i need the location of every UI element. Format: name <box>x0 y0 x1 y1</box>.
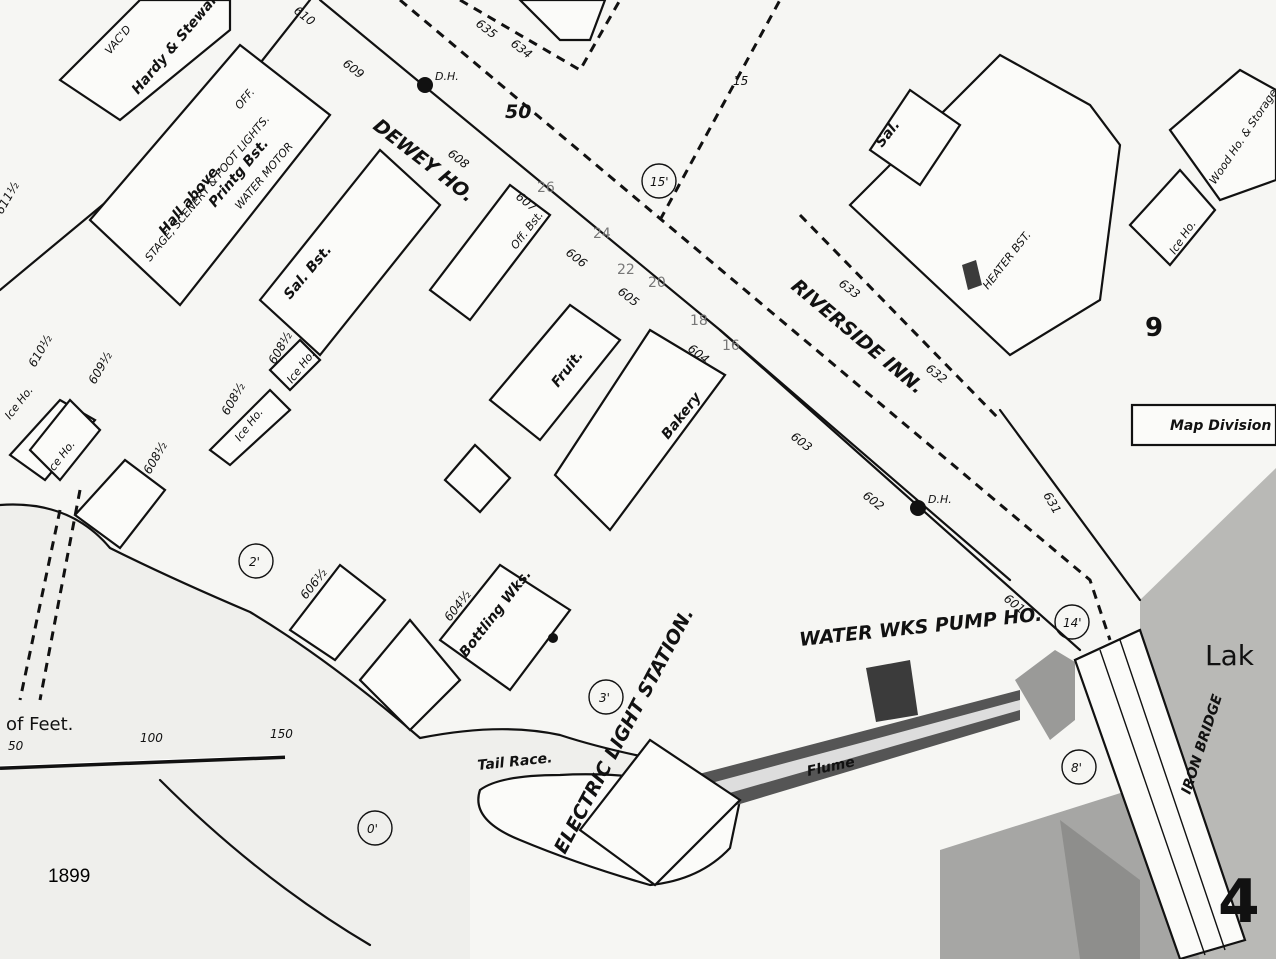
building-ice-b <box>28 398 102 482</box>
elevation-circle-0 <box>357 810 393 846</box>
building-fruit <box>488 303 622 442</box>
label-map-division: Map Division <box>1170 418 1271 434</box>
elevation-circle-2 <box>238 543 274 579</box>
scale-tick: 150 <box>270 727 293 741</box>
house-number: 606 <box>563 245 590 270</box>
lake-edge-shade <box>1060 820 1140 959</box>
pencil-number: 22 <box>617 262 635 278</box>
elevation-0: 0' <box>367 822 378 836</box>
house-number: 635 <box>473 16 500 41</box>
dh-label-top: D.H. <box>435 70 459 83</box>
road-lower-left <box>718 328 1012 582</box>
road-right-edge <box>998 408 1142 602</box>
pencil-number: 26 <box>537 180 555 196</box>
building-saloon <box>868 88 962 187</box>
building-riverside-inn <box>848 53 1122 357</box>
building-ice-c <box>208 388 292 467</box>
dashed-line-f <box>38 489 82 701</box>
house-number: 611½ <box>0 179 22 216</box>
elevation-circle-8 <box>1061 749 1097 785</box>
bridge-abutment <box>1015 650 1075 740</box>
building-hardy <box>58 0 232 122</box>
pencil-number: 24 <box>593 226 611 242</box>
block-number: 9 <box>1145 313 1163 343</box>
building-shed-606 <box>288 563 387 662</box>
building-top-right <box>518 0 607 42</box>
house-number: 50 <box>505 101 531 123</box>
house-number: 15 <box>733 74 748 88</box>
iron-bridge <box>1073 628 1247 959</box>
elevation-8: 8' <box>1071 761 1082 775</box>
house-number: 608½ <box>140 439 170 476</box>
iron-bridge-rail <box>1099 639 1226 956</box>
elevation-14: 14' <box>1063 616 1082 630</box>
house-number: 610½ <box>25 332 55 369</box>
dh-marker-lower <box>910 500 926 516</box>
building-small <box>443 443 512 514</box>
dh-marker-top <box>417 77 433 93</box>
elevation-2: 2' <box>249 555 260 569</box>
shoreline <box>0 503 652 760</box>
label-lake: Lak <box>1205 639 1255 672</box>
building-wood-ho <box>1168 68 1276 202</box>
building-ice-e <box>1128 168 1217 267</box>
dashed-line-e <box>18 509 62 701</box>
elevation-circle-15 <box>641 163 677 199</box>
scale-bar-inner <box>0 754 286 767</box>
building-hall <box>88 43 332 307</box>
building-ice-d <box>268 338 322 392</box>
scale-bar <box>0 755 286 770</box>
house-number: 605 <box>615 284 642 309</box>
house-number: 633 <box>836 276 863 301</box>
dh-label-lower: D.H. <box>928 493 952 506</box>
house-number: 609 <box>340 56 367 81</box>
house-number: 602 <box>860 488 887 513</box>
building-shed-604 <box>358 618 462 732</box>
building-dewey <box>258 148 442 357</box>
map-division-box <box>1130 403 1276 447</box>
elevation-circle-14 <box>1054 604 1090 640</box>
shaded-lowland <box>0 504 650 959</box>
label-ice-a: Ice Ho. <box>2 384 36 422</box>
house-number: 609½ <box>85 349 115 386</box>
lower-shoreline <box>158 778 372 947</box>
hydrant-marker <box>548 633 558 643</box>
dashed-line-a <box>399 0 1112 641</box>
building-bottling <box>438 563 572 692</box>
house-number: 603 <box>788 429 815 454</box>
dashed-line-b <box>658 0 782 221</box>
year-label: 1899 <box>48 866 91 887</box>
elevation-circle-3 <box>588 679 624 715</box>
pencil-number: 18 <box>690 313 708 329</box>
building-bakery <box>553 328 727 532</box>
house-number: 610 <box>291 3 318 28</box>
pencil-number: 16 <box>722 338 740 354</box>
building-heater <box>962 260 982 290</box>
building-electric <box>578 738 742 887</box>
building-top-dashed <box>459 0 622 73</box>
label-water-works: WATER WKS PUMP HO. <box>798 604 1043 651</box>
flume-inner <box>700 700 1020 798</box>
building-water-works <box>866 660 918 722</box>
sheet-number: 4 <box>1218 867 1260 937</box>
elevation-15: 15' <box>650 175 669 189</box>
house-number: 608½ <box>218 380 248 417</box>
elevation-3: 3' <box>599 691 610 705</box>
scale-tick: 100 <box>140 731 163 745</box>
building-office <box>428 183 552 322</box>
building-shed-x <box>73 458 167 550</box>
label-tail-race: Tail Race. <box>477 750 553 774</box>
scale-tick: 50 <box>8 739 24 753</box>
pencil-number: 20 <box>648 275 666 291</box>
scale-title: of Feet. <box>6 714 73 735</box>
